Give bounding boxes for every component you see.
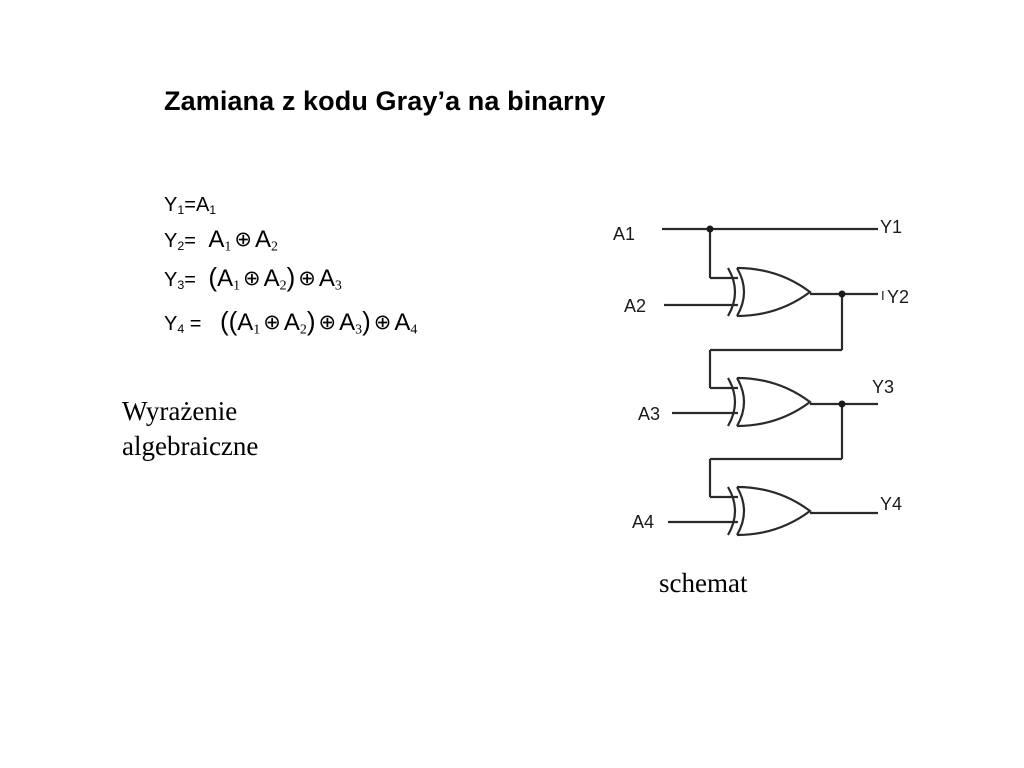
equation-y1: Y1=A1 [164, 194, 216, 217]
output-mark-y2: I [881, 288, 885, 303]
equation-y2: Y2= A1⊕A2 [164, 226, 278, 255]
equation-lhs: Y1=A1 [164, 194, 217, 218]
output-label-y3: Y3 [872, 377, 894, 397]
input-label-a4: A4 [632, 512, 654, 532]
input-label-a3: A3 [638, 404, 660, 424]
output-label-y1: Y1 [880, 217, 902, 237]
junction-dot [838, 400, 846, 408]
equation-y4: Y4 = ((A1⊕A2)⊕A3)⊕A4 [164, 306, 417, 338]
equation-lhs: Y3= [164, 269, 196, 293]
xor-gate-3 [727, 485, 812, 537]
expression-caption-line1: Wyrażenie [122, 396, 238, 426]
xor-gate-1 [727, 266, 812, 318]
equation-rhs: ((A1⊕A2)⊕A3)⊕A4 [219, 306, 418, 338]
schematic-caption: schemat [659, 568, 748, 598]
output-label-y4: Y4 [880, 494, 902, 514]
equation-rhs: A1⊕A2 [208, 226, 278, 255]
expression-caption: Wyrażenie algebraiczne [122, 394, 258, 464]
output-label-y2: Y2 [887, 287, 909, 307]
xor-gate-2 [727, 376, 812, 428]
input-label-a1: A1 [613, 224, 635, 244]
page-title: Zamiana z kodu Gray’a na binarny [164, 86, 606, 116]
equation-lhs: Y2= [164, 230, 196, 254]
equation-lhs: Y4 = [164, 313, 202, 337]
expression-caption-line2: algebraiczne [122, 431, 259, 461]
junction-dot [706, 225, 714, 233]
junction-dot [838, 290, 846, 298]
input-label-a2: A2 [624, 296, 646, 316]
equation-rhs: (A1⊕A2)⊕A3 [208, 262, 342, 294]
equation-y3: Y3= (A1⊕A2)⊕A3 [164, 262, 342, 294]
